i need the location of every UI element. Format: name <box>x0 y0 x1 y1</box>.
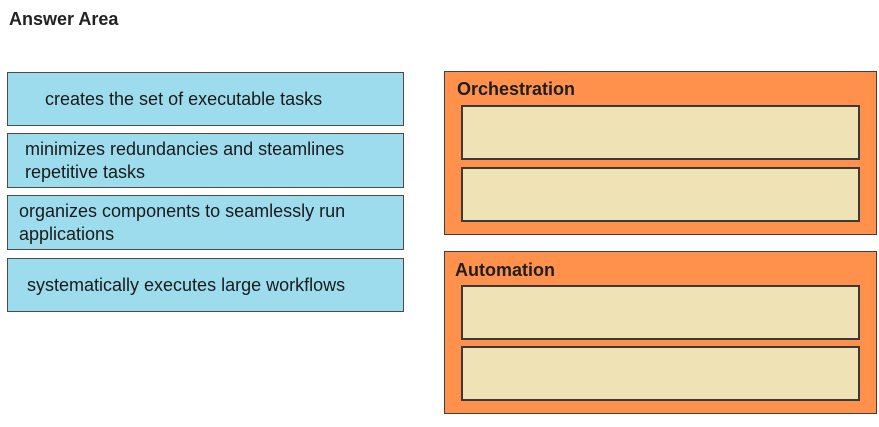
drag-item-executes-workflows[interactable]: systematically executes large workflows <box>7 258 404 312</box>
automation-drop-slot-1[interactable] <box>461 285 860 340</box>
orchestration-drop-slot-2[interactable] <box>461 167 860 222</box>
drag-item-label: systematically executes large workflows <box>27 274 346 295</box>
automation-group-title: Automation <box>455 260 555 280</box>
drag-item-creates-executable-tasks[interactable]: creates the set of executable tasks <box>7 72 404 126</box>
drag-item-organizes-components[interactable]: organizes components to seamlessly run a… <box>7 195 404 250</box>
answer-area-title: Answer Area <box>9 9 119 29</box>
drag-item-label: creates the set of executable tasks <box>45 88 323 109</box>
orchestration-drop-slot-1[interactable] <box>461 105 860 160</box>
automation-group: Automation <box>444 251 877 414</box>
drag-item-label: organizes components to seamlessly run a… <box>19 200 346 244</box>
orchestration-group-title: Orchestration <box>457 79 576 99</box>
drag-item-minimizes-redundancies[interactable]: minimizes redundancies and steamlines re… <box>7 133 404 188</box>
automation-drop-slot-2[interactable] <box>461 346 860 401</box>
drag-item-label: minimizes redundancies and steamlines re… <box>25 138 345 182</box>
orchestration-group: Orchestration <box>444 71 877 235</box>
